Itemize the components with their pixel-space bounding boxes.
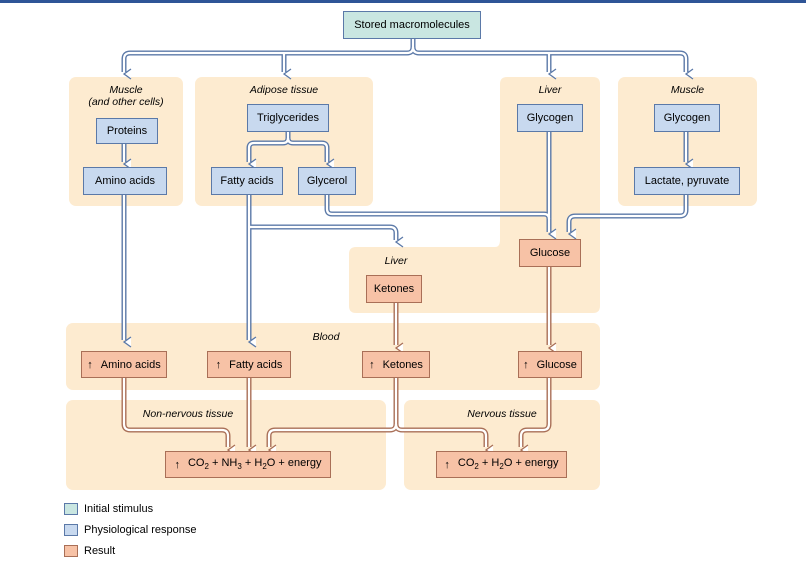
legend-label-result: Result (84, 545, 116, 557)
legend-result: Result (64, 545, 115, 557)
region-blood (66, 323, 600, 390)
region-label-non-nervous: Non-nervous tissue (142, 408, 234, 420)
region-label-other-cells: (and other cells) (88, 96, 164, 108)
blood-glucose-box: ↑ Glucose (518, 351, 582, 378)
stored-macromolecules-box: Stored macromolecules (343, 11, 481, 39)
blood-amino-acids-label: Amino acids (100, 358, 161, 371)
lactate-pyruvate-box: Lactate, pyruvate (634, 167, 740, 195)
non-nervous-output-box: ↑ CO2 + NH3 + H2O + energy (165, 451, 331, 478)
blue-arrows (121, 38, 694, 348)
legend-label-initial: Initial stimulus (84, 503, 154, 515)
fatty-acids-box: Fatty acids (211, 167, 283, 195)
glycogen-muscle-box: Glycogen (654, 104, 720, 132)
increase-arrow-icon: ↑ (444, 458, 450, 471)
legend-swatch-result (64, 545, 78, 557)
non-nervous-equation: CO2 + NH3 + H2O + energy (187, 457, 322, 472)
blood-ketones-label: Ketones (382, 358, 423, 371)
blood-glucose-label: Glucose (536, 358, 577, 371)
region-label-blood: Blood (312, 331, 340, 343)
nervous-output-box: ↑ CO2 + H2O + energy (436, 451, 567, 478)
amino-acids-box: Amino acids (83, 167, 167, 195)
increase-arrow-icon: ↑ (523, 358, 529, 371)
ketones-box: Ketones (366, 275, 422, 303)
blood-fatty-acids-label: Fatty acids (229, 358, 283, 371)
legend-swatch-initial (64, 503, 78, 515)
increase-arrow-icon: ↑ (369, 358, 375, 371)
region-label-muscle-other: Muscle (and other cells) (69, 84, 183, 108)
region-label-liver-mid: Liver (384, 255, 408, 267)
glycerol-box: Glycerol (298, 167, 356, 195)
region-label-liver-top: Liver (538, 84, 562, 96)
legend-physiological-response: Physiological response (64, 524, 197, 536)
top-accent-bar (0, 0, 806, 3)
blood-fatty-acids-box: ↑ Fatty acids (207, 351, 291, 378)
blood-amino-acids-box: ↑ Amino acids (81, 351, 167, 378)
increase-arrow-icon: ↑ (174, 458, 180, 471)
triglycerides-box: Triglycerides (247, 104, 329, 132)
legend-label-physiological: Physiological response (84, 524, 197, 536)
legend-swatch-physiological (64, 524, 78, 536)
region-label-muscle-right: Muscle (670, 84, 705, 96)
nervous-equation: CO2 + H2O + energy (457, 457, 559, 472)
result-arrows (121, 266, 557, 456)
glycogen-liver-box: Glycogen (517, 104, 583, 132)
proteins-box: Proteins (96, 118, 158, 144)
increase-arrow-icon: ↑ (215, 358, 222, 371)
blood-ketones-box: ↑ Ketones (362, 351, 430, 378)
glucose-box: Glucose (519, 239, 581, 267)
increase-arrow-icon: ↑ (87, 358, 93, 371)
legend-initial-stimulus: Initial stimulus (64, 503, 153, 515)
region-label-nervous: Nervous tissue (467, 408, 537, 420)
region-label-muscle: Muscle (109, 84, 143, 96)
region-label-adipose: Adipose tissue (249, 84, 319, 96)
